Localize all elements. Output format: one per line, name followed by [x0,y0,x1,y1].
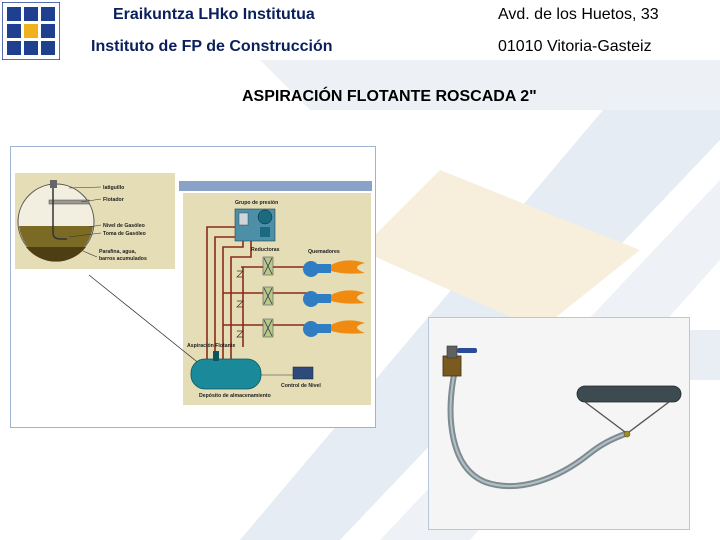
float-cylinder [577,386,681,402]
address-city: 01010 Vitoria-Gasteiz [498,38,652,56]
valve-handle [457,348,477,353]
threaded-fitting [443,356,461,376]
label-deposito: Depósito de almacenamiento [199,393,271,399]
installation-diagram: latiguillo Flotador Nivel de Gasóleo Tom… [10,146,376,428]
label-flotador: Flotador [103,197,124,203]
level-control-box [293,367,313,379]
label-nivel: Nivel de Gasóleo [103,223,145,229]
label-toma: Toma de Gasóleo [103,231,146,237]
label-control-nivel: Control de Nivel [281,383,321,389]
label-grupo-presion: Grupo de presión [235,200,278,206]
storage-tank [191,359,261,389]
label-reductoras: Reductoras [251,247,280,253]
label-latiguillo: latiguillo [103,185,124,191]
reducer-valves [263,257,273,337]
hose-fitting-detail [50,180,57,188]
address-street: Avd. de los Huetos, 33 [498,6,659,24]
label-parafina: Parafina, agua, [99,249,136,255]
valve-body [447,346,457,358]
slide-title: ASPIRACIÓN FLOTANTE ROSCADA 2" [242,88,537,106]
label-quemadores: Quemadores [308,249,340,255]
label-aspiracion: Aspiración Flotante [187,343,236,349]
institute-logo [2,2,60,60]
hose-end [624,431,630,437]
institute-name-spanish: Instituto de FP de Construcción [91,38,333,56]
diagram-top-bar [179,181,372,191]
floating-suction-photo [428,317,690,530]
floating-suction-drawing [429,318,689,529]
institute-name-basque: Eraikuntza LHko Institutua [113,6,315,24]
label-barros: barros acumulados [99,256,147,262]
installation-diagram-drawing: latiguillo Flotador Nivel de Gasóleo Tom… [11,147,375,427]
